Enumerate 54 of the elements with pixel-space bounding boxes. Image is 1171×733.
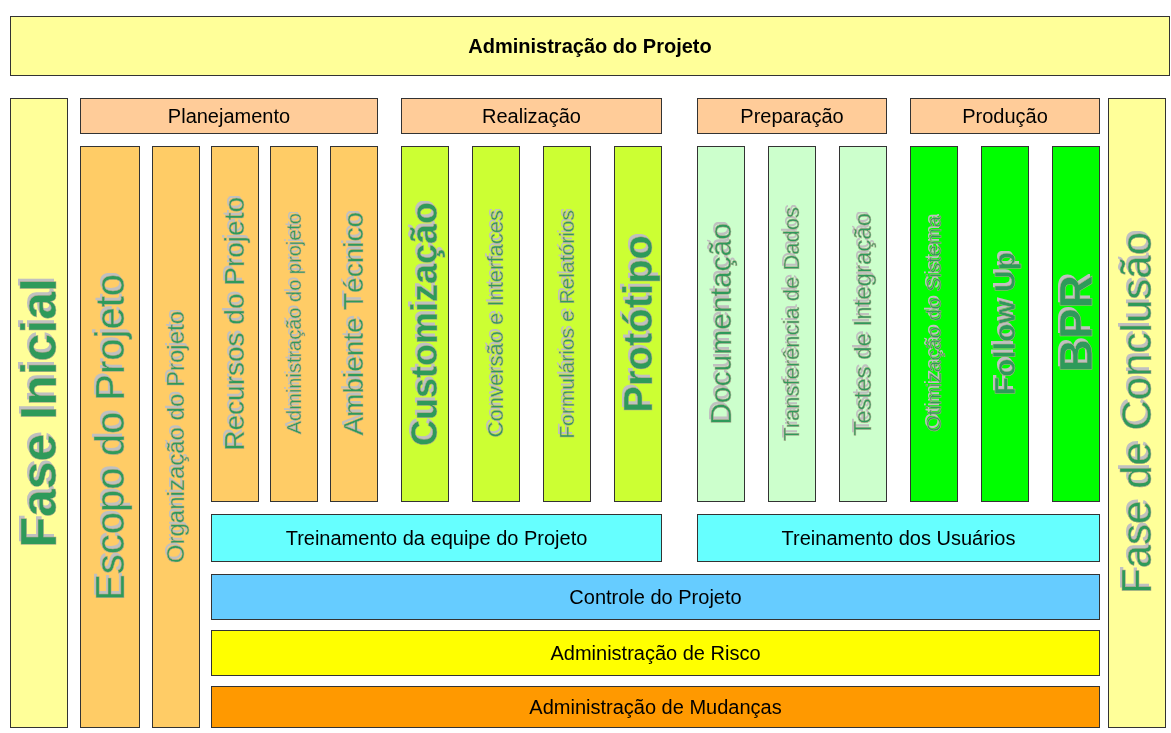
- vertical-label: Transferência de Dados: [779, 207, 805, 441]
- activity-column: [270, 146, 318, 502]
- group-header: [401, 98, 662, 134]
- box-label: Planejamento: [167, 104, 291, 128]
- vertical-label: Organização do Projeto: [162, 310, 190, 564]
- vertical-label: Fase de Conclusão: [1113, 232, 1161, 594]
- risk-bar: [211, 630, 1100, 676]
- box-label: Administração de Mudanças: [529, 695, 782, 719]
- vertical-label: Fase Inicial: [10, 278, 68, 548]
- activity-column: [614, 146, 662, 502]
- activity-column: [80, 146, 140, 728]
- vertical-label: Ambiente Técnico: [338, 212, 370, 436]
- activity-column: [839, 146, 887, 502]
- vertical-label: Follow Up: [988, 252, 1022, 396]
- box-label: Controle do Projeto: [569, 585, 742, 609]
- vertical-label: Customização: [404, 201, 446, 447]
- vertical-label: Documentação: [704, 223, 738, 425]
- vertical-label: Testes de Integração: [849, 212, 877, 436]
- vertical-label: Otimização do Sistema: [922, 216, 946, 432]
- box-label: Treinamento da equipe do Projeto: [285, 526, 588, 550]
- box-label: Produção: [962, 104, 1048, 128]
- group-header: [910, 98, 1100, 134]
- activity-column: [543, 146, 591, 502]
- vertical-label: Administração do projeto: [282, 213, 306, 435]
- vertical-label: Protótipo: [615, 235, 661, 413]
- box-label: Administração de Risco: [550, 641, 761, 665]
- activity-column: [981, 146, 1029, 502]
- activity-column: [401, 146, 449, 502]
- box-label: Realização: [482, 104, 581, 128]
- vertical-label: Formulários e Relatórios: [555, 209, 579, 439]
- training-bar: [211, 514, 662, 562]
- control-bar: [211, 574, 1100, 620]
- activity-column: [472, 146, 520, 502]
- activity-column: [1052, 146, 1100, 502]
- vertical-label: Recursos do Projeto: [219, 197, 251, 451]
- box-label: Treinamento dos Usuários: [781, 526, 1016, 550]
- group-header: [697, 98, 887, 134]
- phase-column: [10, 98, 68, 728]
- header-banner: [10, 16, 1170, 76]
- activity-column: [211, 146, 259, 502]
- vertical-label: BPR: [1049, 275, 1103, 373]
- activity-column: [152, 146, 200, 728]
- change-bar: [211, 686, 1100, 728]
- activity-column: [768, 146, 816, 502]
- box-label: Administração do Projeto: [468, 34, 712, 58]
- box-label: Preparação: [740, 104, 844, 128]
- activity-column: [330, 146, 378, 502]
- activity-column: [697, 146, 745, 502]
- activity-column: [910, 146, 958, 502]
- phase-column: [1108, 98, 1166, 728]
- group-header: [80, 98, 378, 134]
- training-bar: [697, 514, 1100, 562]
- vertical-label: Conversão e Interfaces: [483, 210, 509, 438]
- vertical-label: Escopo do Projeto: [87, 273, 133, 601]
